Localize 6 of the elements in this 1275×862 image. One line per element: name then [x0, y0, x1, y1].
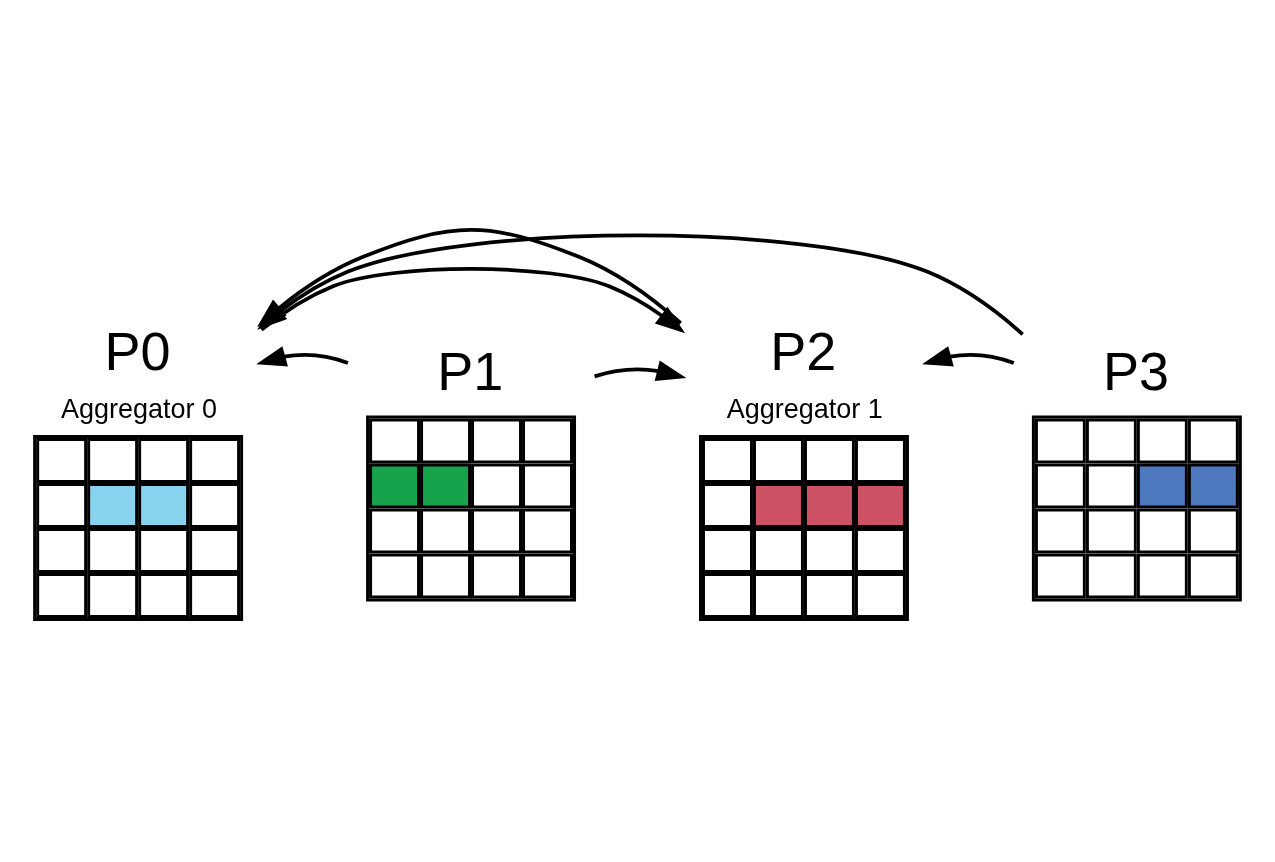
- node-label: P0: [104, 320, 171, 381]
- node-label: P2: [770, 320, 837, 381]
- node-label: P3: [1103, 340, 1170, 401]
- node-label: P1: [437, 340, 504, 401]
- node-label: Aggregator 1: [726, 393, 883, 424]
- node-label: Aggregator 0: [60, 393, 217, 424]
